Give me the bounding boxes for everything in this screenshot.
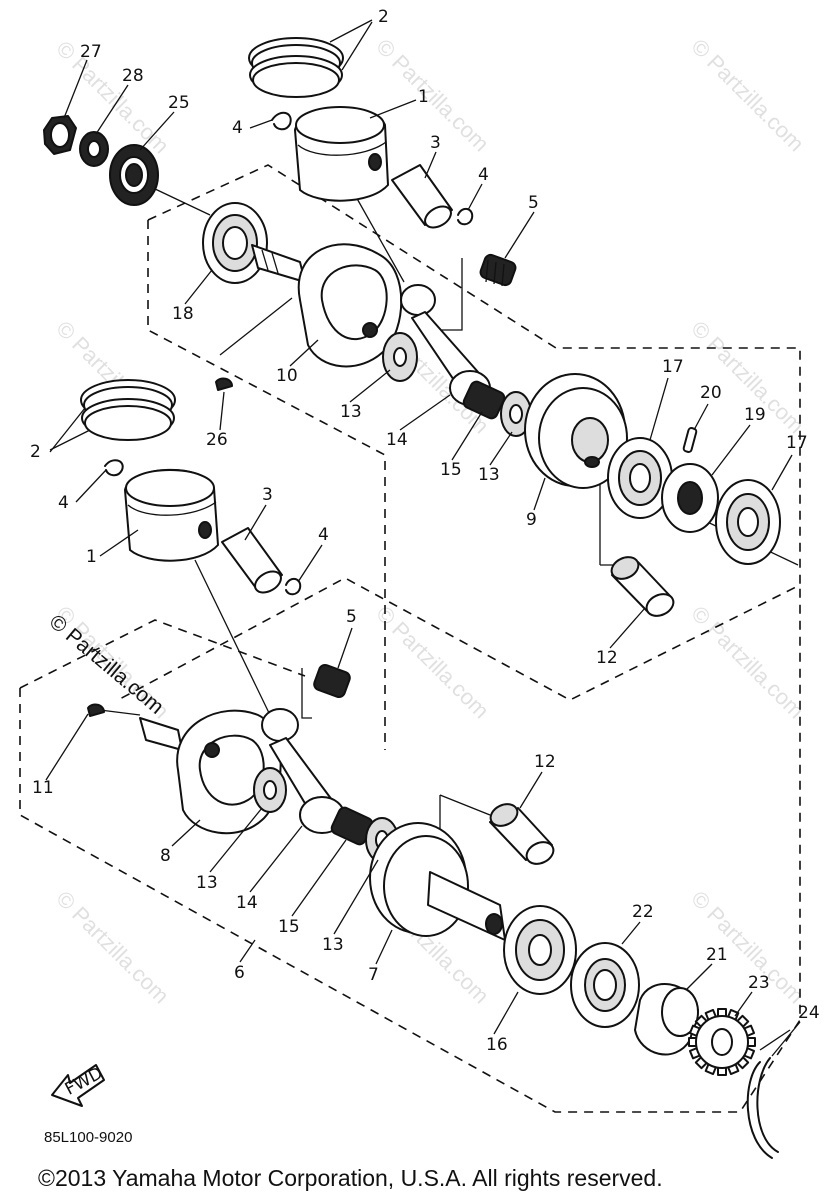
callout-label: 13 bbox=[478, 465, 500, 485]
callout-label: 3 bbox=[430, 133, 441, 153]
watermark-text: © Partzilla.com bbox=[686, 601, 809, 724]
callout-label: 16 bbox=[486, 1035, 508, 1055]
oil-seal-part-22 bbox=[570, 942, 640, 1028]
forward-direction-arrow: FWD bbox=[51, 1063, 106, 1107]
needle-bearing-part-5-upper bbox=[479, 253, 517, 287]
crank-pin-part-12-upper bbox=[610, 556, 675, 617]
collar-part-21 bbox=[634, 983, 699, 1056]
piston-pin-part-3-lower bbox=[221, 527, 283, 594]
callout-label: 11 bbox=[32, 778, 54, 798]
crank-shaft-stub bbox=[251, 244, 306, 283]
crank-pin-part-12-lower bbox=[489, 803, 555, 865]
diagram-code: 85L100-9020 bbox=[44, 1129, 132, 1146]
callout-label: 12 bbox=[534, 752, 556, 772]
callout-labels: 2 1 3 4 4 5 27 28 25 18 10 13 14 15 13 9… bbox=[30, 7, 820, 1055]
clip-part-4-c bbox=[104, 459, 124, 477]
bearing-part-17-a bbox=[607, 437, 673, 519]
needle-bearing-part-5-lower bbox=[313, 664, 351, 698]
callout-label: 27 bbox=[80, 42, 102, 62]
piston-part-1-upper bbox=[294, 106, 389, 202]
bearing-part-16 bbox=[503, 905, 577, 995]
piston-rings-part-2-upper bbox=[248, 37, 344, 98]
crank-left-part-10 bbox=[297, 243, 403, 368]
oil-seal-part-25 bbox=[109, 144, 159, 206]
dowel-pin-part-20 bbox=[682, 427, 698, 453]
crank-left-part-8 bbox=[139, 709, 282, 835]
bearing-part-18 bbox=[202, 202, 268, 284]
callout-label: 26 bbox=[206, 430, 228, 450]
callout-label: 6 bbox=[234, 963, 245, 983]
partzilla-stamp: © Partzilla.com bbox=[45, 610, 168, 719]
callout-label: 4 bbox=[58, 493, 69, 513]
watermark-text: © Partzilla.com bbox=[371, 601, 494, 724]
callout-label: 5 bbox=[528, 193, 539, 213]
callout-label: 23 bbox=[748, 973, 770, 993]
woodruff-key-part-11 bbox=[87, 703, 105, 717]
bearing-part-17-b bbox=[715, 479, 781, 565]
callout-label: 4 bbox=[318, 525, 329, 545]
circlip-part-24 bbox=[746, 1057, 779, 1159]
callout-label: 7 bbox=[368, 965, 379, 985]
copyright-notice: ©2013 Yamaha Motor Corporation, U.S.A. A… bbox=[38, 1165, 663, 1191]
callout-label: 28 bbox=[122, 66, 144, 86]
assembly-boundary-upper bbox=[117, 164, 801, 750]
nut-part-27 bbox=[43, 115, 77, 155]
callout-label: 13 bbox=[322, 935, 344, 955]
clip-part-4-a bbox=[271, 111, 292, 131]
callout-label: 2 bbox=[30, 442, 41, 462]
crank-right-part-7 bbox=[369, 822, 506, 941]
callout-label: 25 bbox=[168, 93, 190, 113]
partzilla-stamp-text: © Partzilla.com bbox=[45, 610, 168, 719]
callout-label: 2 bbox=[378, 7, 389, 27]
callout-label: 17 bbox=[786, 433, 808, 453]
callout-label: 13 bbox=[340, 402, 362, 422]
watermark-text: © Partzilla.com bbox=[51, 886, 174, 1009]
assembly-boundary-lower bbox=[19, 585, 801, 1113]
callout-label: 5 bbox=[346, 607, 357, 627]
callout-label: 24 bbox=[798, 1003, 820, 1023]
callout-label: 13 bbox=[196, 873, 218, 893]
callout-label: 18 bbox=[172, 304, 194, 324]
callout-label: 15 bbox=[278, 917, 300, 937]
collar-part-19 bbox=[661, 463, 719, 533]
callout-label: 4 bbox=[232, 118, 243, 138]
callout-label: 1 bbox=[86, 547, 97, 567]
piston-rings-part-2-lower bbox=[80, 379, 176, 441]
callout-label: 4 bbox=[478, 165, 489, 185]
callout-label: 14 bbox=[236, 893, 258, 913]
callout-label: 10 bbox=[276, 366, 298, 386]
callout-label: 14 bbox=[386, 430, 408, 450]
sprocket-part-23 bbox=[688, 1008, 756, 1076]
callout-label: 15 bbox=[440, 460, 462, 480]
thrust-washer-part-13-a bbox=[382, 332, 418, 382]
callout-label: 22 bbox=[632, 902, 654, 922]
leader-lines bbox=[45, 19, 801, 1057]
callout-label: 21 bbox=[706, 945, 728, 965]
clip-part-4-b bbox=[457, 207, 474, 226]
washer-part-28 bbox=[79, 131, 109, 167]
piston-part-1-lower bbox=[124, 468, 219, 562]
needle-bearing-part-15-upper bbox=[462, 380, 506, 420]
callout-label: 8 bbox=[160, 846, 171, 866]
clip-part-4-d bbox=[285, 577, 302, 596]
watermark-text: © Partzilla.com bbox=[686, 34, 809, 157]
callout-label: 20 bbox=[700, 383, 722, 403]
callout-label: 9 bbox=[526, 510, 537, 530]
callout-label: 12 bbox=[596, 648, 618, 668]
callout-label: 3 bbox=[262, 485, 273, 505]
callout-label: 17 bbox=[662, 357, 684, 377]
callout-label: 19 bbox=[744, 405, 766, 425]
crank-right-part-9 bbox=[524, 373, 628, 489]
piston-pin-part-3-upper bbox=[391, 164, 453, 229]
thrust-washer-part-13-c bbox=[253, 767, 287, 813]
callout-label: 1 bbox=[418, 87, 429, 107]
woodruff-key-part-26 bbox=[215, 377, 233, 391]
